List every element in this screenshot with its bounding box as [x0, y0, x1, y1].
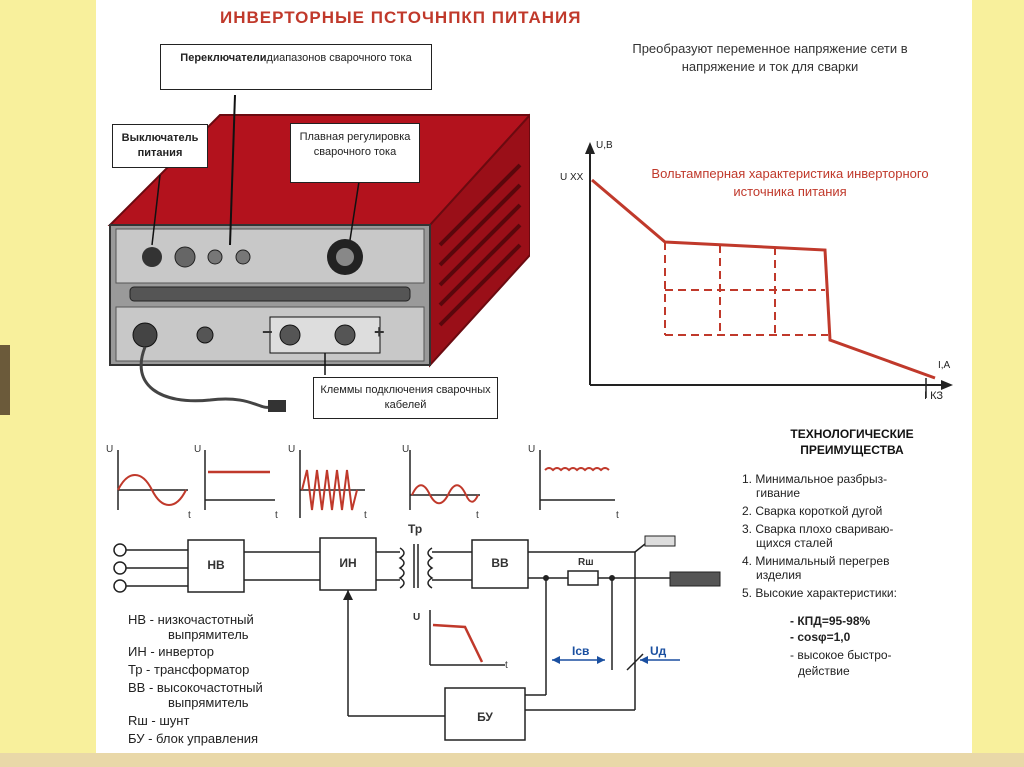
- panel-plus-label: +: [374, 322, 385, 342]
- wave2-t-label: t: [275, 510, 278, 521]
- frame-edge: [0, 345, 10, 415]
- block-bu-label: БУ: [477, 710, 493, 724]
- advantage-item: щихся сталей: [756, 536, 833, 550]
- advantage-item: действие: [798, 664, 850, 678]
- callout-range-switches: Переключателидиапазонов сварочного тока: [160, 44, 432, 90]
- callout-smooth-text: Плавная регулировка сварочного тока: [299, 131, 411, 158]
- mini-graph-t-label: t: [505, 660, 508, 671]
- va-x-label: I,A: [938, 360, 951, 371]
- mini-graph: [429, 610, 505, 666]
- panel-minus-label: −: [262, 322, 273, 342]
- wave1-t-label: t: [188, 510, 191, 521]
- legend-item: выпрямитель: [168, 695, 249, 710]
- workpiece: [669, 571, 721, 587]
- va-dashed-grid: [664, 242, 828, 336]
- callout-terminals-text: Клеммы подключения сварочных кабелей: [320, 384, 491, 411]
- va-ishort-label: I КЗ: [924, 390, 944, 402]
- front-handle: [129, 286, 411, 302]
- block-diagram: [113, 535, 721, 741]
- waveform-2: [204, 450, 275, 510]
- legend-item: выпрямитель: [168, 627, 249, 642]
- callout-smooth-adjust: Плавная регулировка сварочного тока: [290, 123, 420, 183]
- wave2-u-label: U: [194, 444, 202, 455]
- advantage-item: - КПД=95-98%: [790, 614, 871, 628]
- toggle-switch-2: [235, 249, 251, 265]
- wave3-u-label: U: [288, 444, 296, 455]
- cable-socket: [132, 322, 158, 348]
- block-rsh: [567, 570, 599, 586]
- advantages-title-line2: ПРЕИМУЩЕСТВА: [800, 443, 904, 457]
- case-vents: [438, 163, 522, 327]
- transformer-coils: [398, 544, 434, 589]
- waveform-strip: [117, 450, 615, 518]
- block-vv: [471, 539, 529, 589]
- toggle-switch-1: [207, 249, 223, 265]
- electrode-holder: [644, 535, 676, 547]
- advantage-item: гивание: [756, 486, 800, 500]
- callout-range-bold: Переключатели: [180, 52, 267, 64]
- block-bu: [444, 687, 526, 741]
- legend-item: Тр - трансформатор: [128, 662, 250, 677]
- wave5-t-label: t: [616, 510, 619, 521]
- frame-left: [0, 0, 96, 767]
- advantages-title-line1: ТЕХНОЛОГИЧЕСКИЕ: [790, 427, 914, 441]
- advantage-item: - высокое быстро-: [790, 648, 892, 662]
- terminal-plus: [334, 324, 356, 346]
- frame-right: [972, 0, 1024, 767]
- va-characteristic-chart: [585, 142, 953, 398]
- legend-item: ВВ - высокочастотный: [128, 680, 263, 695]
- mini-graph-u-label: U: [413, 612, 421, 623]
- callout-range-rest: диапазонов сварочного тока: [266, 52, 412, 64]
- va-chart-title: Вольтамперная характеристика инверторног…: [651, 166, 929, 199]
- block-tr-label: Тр: [408, 522, 423, 536]
- frame-bottom: [0, 753, 1024, 767]
- input-terminals: [113, 543, 127, 593]
- legend-item: Rш - шунт: [128, 713, 190, 728]
- voltage-label: Uд: [650, 644, 667, 658]
- block-vv-label: ВВ: [491, 556, 509, 570]
- legend-item: ИН - инвертор: [128, 644, 214, 659]
- block-nv-label: НВ: [207, 558, 225, 572]
- page-title: ИНВЕРТОРНЫЕ ПСТОЧНПКП ПИТАНИЯ: [220, 8, 582, 27]
- wave3-t-label: t: [364, 510, 367, 521]
- waveform-4: [409, 450, 480, 510]
- current-label: Iсв: [572, 644, 590, 658]
- waveform-1: [117, 450, 188, 510]
- callout-power-text: Выключатель питания: [121, 132, 199, 159]
- terminal-minus: [279, 324, 301, 346]
- wave4-t-label: t: [476, 510, 479, 521]
- wave4-u-label: U: [402, 444, 410, 455]
- wave5-u-label: U: [528, 444, 536, 455]
- advantage-item: 5. Высокие характеристики:: [742, 586, 897, 600]
- advantage-item: - cosφ=1,0: [790, 630, 851, 644]
- power-cable: [139, 346, 271, 409]
- front-panel-upper: [115, 228, 425, 284]
- va-curve: [591, 178, 936, 380]
- waveform-3: [299, 450, 365, 518]
- advantage-item: 3. Сварка плохо свариваю-: [742, 522, 894, 536]
- waveform-5: [539, 450, 615, 510]
- block-in-label: ИН: [339, 556, 357, 570]
- va-u-open-label: U XX: [560, 172, 584, 183]
- advantages-title: ТЕХНОЛОГИЧЕСКИЕ ПРЕИМУЩЕСТВА: [752, 426, 952, 458]
- callout-power-switch: Выключатель питания: [112, 124, 208, 168]
- legend-item: БУ - блок управления: [128, 731, 259, 746]
- block-rsh-label: Rш: [578, 557, 594, 568]
- callout-terminals: Клеммы подключения сварочных кабелей: [313, 377, 498, 419]
- va-y-label: U,B: [596, 140, 613, 151]
- advantage-item: 4. Минимальный перегрев: [742, 554, 890, 568]
- legend-item: НВ - низкочастотный: [128, 612, 254, 627]
- range-knob: [174, 246, 196, 268]
- advantage-item: 2. Сварка короткой дугой: [742, 504, 883, 518]
- power-switch-knob: [142, 247, 162, 267]
- block-nv: [187, 539, 245, 593]
- block-in: [319, 537, 377, 591]
- advantage-item: 1. Минимальное разбрыз-: [742, 472, 888, 486]
- advantage-item: изделия: [756, 568, 802, 582]
- ground-terminal: [196, 326, 214, 344]
- page-subtitle: Преобразуют переменное напряжение сети в…: [632, 41, 908, 74]
- wave1-u-label: U: [106, 444, 114, 455]
- power-plug: [268, 400, 286, 412]
